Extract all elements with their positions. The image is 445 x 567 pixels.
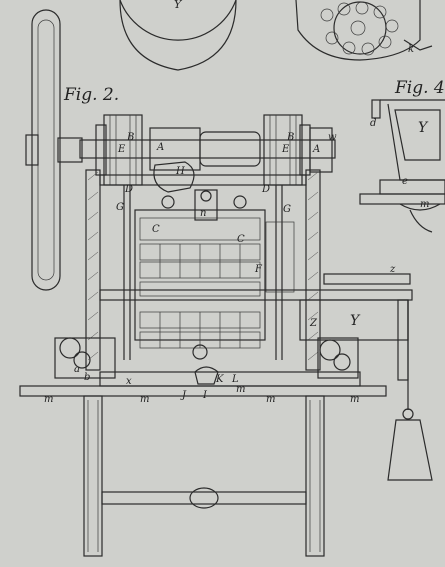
label-H: H — [175, 166, 185, 177]
label-m4: m — [350, 394, 359, 405]
label-K: K — [215, 374, 224, 385]
label-G-right: G — [283, 204, 291, 215]
label-x: x — [126, 376, 132, 387]
label-A-left: A — [156, 142, 164, 153]
label-d-fig4: d — [370, 118, 376, 129]
connecting-rods — [123, 185, 283, 360]
lower-mechanism — [54, 337, 359, 385]
hand-wheel — [25, 9, 83, 291]
fig4-caption: Fig. 4. — [394, 78, 445, 98]
label-Y-slide: Y — [350, 313, 361, 329]
label-Y-fig4: Y — [418, 120, 429, 136]
label-e-fig4: e — [402, 176, 408, 187]
label-m1: m — [44, 394, 53, 405]
label-B1: B — [126, 132, 134, 143]
label-I: I — [202, 390, 208, 401]
label-D-right: D — [261, 184, 270, 195]
label-J: J — [180, 390, 187, 401]
label-D-left: D — [124, 184, 133, 195]
slide-Y — [99, 273, 413, 381]
label-m3: m — [266, 394, 275, 405]
label-a: a — [74, 364, 80, 375]
table — [19, 371, 387, 557]
label-E1: E — [117, 144, 126, 155]
label-Z: Z — [309, 318, 318, 329]
fig2-caption: Fig. 2. — [63, 85, 119, 105]
label-C2: C — [237, 234, 245, 245]
part-labels: Y A A H B B E E D D G G n w C C F Y Z z … — [44, 0, 429, 405]
label-A-right: A — [312, 144, 320, 155]
label-b: b — [84, 372, 90, 383]
cam-H — [153, 161, 195, 193]
label-m-fig4: m — [420, 199, 429, 210]
label-F: F — [254, 264, 263, 275]
label-w: w — [328, 132, 337, 143]
label-L: L — [231, 374, 239, 385]
label-Y-top: Y — [174, 0, 183, 11]
main-shaft — [79, 127, 336, 171]
label-B2: B — [286, 132, 294, 143]
label-G-left: G — [116, 202, 124, 213]
fig4-drawing — [359, 99, 445, 233]
label-E2: E — [281, 144, 290, 155]
label-n: n — [200, 208, 206, 219]
label-m2: m — [140, 394, 149, 405]
frame — [85, 169, 321, 371]
top-circle — [119, 0, 237, 71]
label-C1: C — [152, 224, 160, 235]
label-z: z — [389, 264, 396, 275]
label-m5: m — [236, 384, 245, 395]
type-block — [134, 189, 295, 360]
rosette-figure — [295, 0, 433, 61]
label-k: k — [408, 44, 414, 55]
figure-captions: Fig. 2. Fig. 4. — [63, 78, 445, 105]
hanging-weight — [387, 300, 433, 481]
